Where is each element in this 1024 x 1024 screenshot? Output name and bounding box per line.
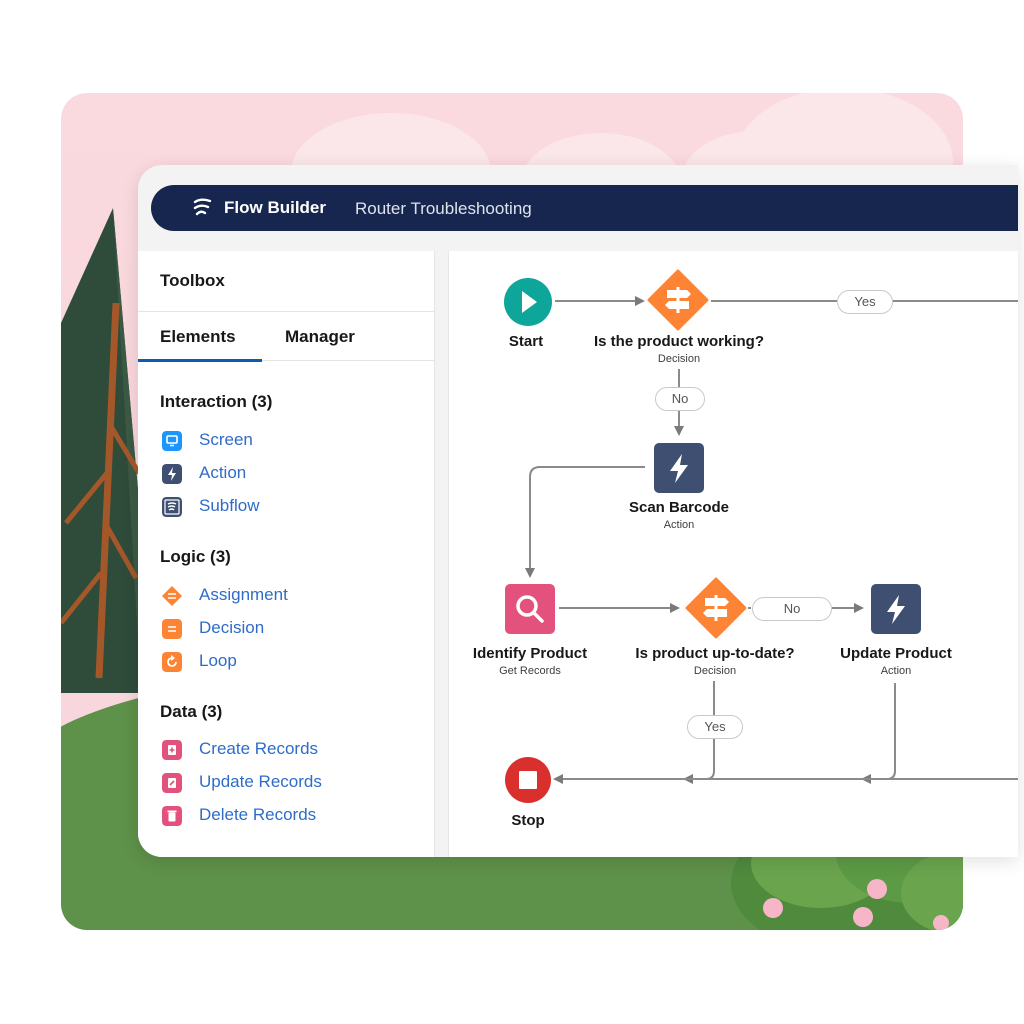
signpost-icon (665, 287, 691, 313)
action-node[interactable] (654, 443, 704, 493)
signpost-icon (703, 595, 729, 621)
update-records-icon (162, 773, 182, 793)
active-tab-indicator (138, 359, 262, 362)
connector-label-no[interactable]: No (752, 597, 832, 621)
connector (861, 683, 896, 784)
search-icon (516, 595, 544, 623)
node-label: Scan Barcode (628, 499, 730, 516)
screen-icon (162, 431, 182, 451)
action-node[interactable] (871, 584, 921, 634)
connector-label-no[interactable]: No (655, 387, 705, 411)
tool-label: Update Records (199, 772, 322, 791)
app-title: Flow Builder (224, 198, 326, 217)
flow-name: Router Troubleshooting (355, 199, 532, 218)
node-type: Decision (657, 353, 701, 365)
node-label: Is the product working? (593, 333, 765, 350)
connector-label-yes[interactable]: Yes (837, 290, 893, 314)
assignment-icon (162, 586, 182, 606)
tool-label: Delete Records (199, 805, 317, 824)
loop-icon (162, 652, 182, 672)
node-label: Is product up-to-date? (635, 645, 795, 662)
stop-node[interactable] (504, 756, 552, 804)
connector-label-yes[interactable]: Yes (687, 715, 743, 739)
delete-records-icon (162, 806, 182, 826)
tab-elements[interactable]: Elements (160, 327, 236, 346)
play-icon (522, 291, 537, 313)
toolbox-panel: Toolbox Elements Manager Interaction (3)… (138, 251, 435, 857)
flow-builder-window: Flow Builder Router Troubleshooting Tool… (138, 165, 1018, 857)
connector (525, 466, 645, 578)
node-type: Action (880, 665, 912, 677)
tool-label: Subflow (199, 496, 260, 515)
group-title-data: Data (3) (160, 702, 223, 721)
tool-label: Loop (199, 651, 237, 670)
group-title-interaction: Interaction (3) (160, 392, 273, 411)
tool-label: Assignment (199, 585, 288, 604)
flow-connectors (525, 296, 1018, 784)
group-title-logic: Logic (3) (160, 547, 231, 566)
tool-label: Screen (199, 430, 253, 449)
tool-label: Create Records (199, 739, 319, 758)
node-type: Action (663, 519, 695, 531)
toolbox-tabs: Elements Manager (138, 311, 434, 362)
tab-manager[interactable]: Manager (285, 327, 355, 346)
lightning-icon (162, 464, 182, 484)
node-label: Stop (511, 812, 545, 829)
node-label: Update Product (840, 645, 952, 662)
start-node[interactable] (503, 277, 553, 327)
flow-icon (193, 198, 212, 216)
node-type: Decision (693, 665, 737, 677)
node-label: Identify Product (472, 645, 588, 662)
decision-icon (162, 619, 182, 639)
create-records-icon (162, 740, 182, 760)
tool-label: Decision (199, 618, 265, 637)
connector (683, 739, 715, 784)
get-records-node[interactable] (505, 584, 555, 634)
toolbox-title: Toolbox (160, 271, 225, 290)
stop-icon (519, 771, 537, 789)
app-header: Flow Builder Router Troubleshooting (151, 185, 1018, 231)
node-type: Get Records (499, 665, 561, 677)
lightning-icon (670, 454, 688, 483)
lightning-icon (887, 595, 905, 624)
flow-canvas[interactable]: Yes No No Yes Start Is the product worki… (448, 251, 1018, 857)
decision-node[interactable] (685, 577, 747, 639)
subflow-icon (162, 497, 182, 517)
tool-label: Action (199, 463, 247, 482)
node-label: Start (508, 333, 544, 350)
decision-node[interactable] (647, 269, 709, 331)
